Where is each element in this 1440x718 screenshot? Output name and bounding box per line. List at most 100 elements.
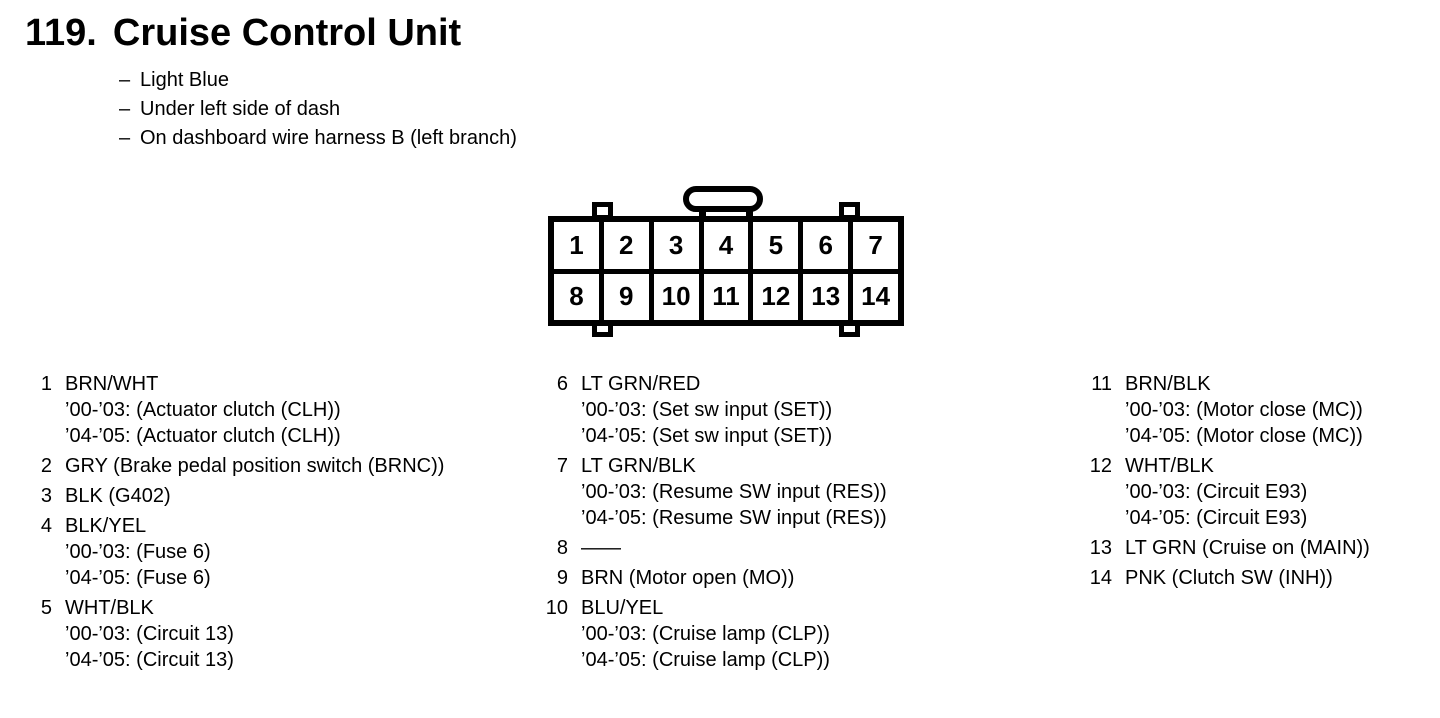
connector-body: 1 2 3 4 5 6 7 8 9 10 11 12 13 14 <box>548 216 904 326</box>
pin-wire-color: LT GRN (Cruise on (MAIN)) <box>1125 537 1370 559</box>
pin-year-note: ’00-’03: (Circuit E93) <box>1125 481 1308 503</box>
connector-cell-3: 3 <box>653 222 699 269</box>
pin-description: LT GRN/RED ’00-’03: (Set sw input (SET))… <box>581 371 832 449</box>
pin-year-note: ’04-’05: (Set sw input (SET)) <box>581 425 833 447</box>
note-dash: – <box>119 69 131 91</box>
connector-cell-12: 12 <box>753 273 799 320</box>
pin-wire-color: PNK (Clutch SW (INH)) <box>1125 567 1333 589</box>
connector-cell-2: 2 <box>603 222 649 269</box>
pin-entry-5: 5 WHT/BLK ’00-’03: (Circuit 13) ’04-’05:… <box>28 595 444 673</box>
connector-cell-9: 9 <box>603 273 649 320</box>
pin-description: BRN/BLK ’00-’03: (Motor close (MC)) ’04-… <box>1125 371 1363 449</box>
pin-description: BRN (Motor open (MO)) <box>581 565 794 591</box>
connector-latch-leg <box>699 208 706 222</box>
pin-description: BLU/YEL ’00-’03: (Cruise lamp (CLP)) ’04… <box>581 595 830 673</box>
note-text: Under left side of dash <box>140 98 341 120</box>
pin-list-column-3: 11 BRN/BLK ’00-’03: (Motor close (MC)) ’… <box>1058 371 1370 595</box>
pin-entry-9: 9 BRN (Motor open (MO)) <box>514 565 887 591</box>
pin-year-note: ’00-’03: (Circuit 13) <box>65 623 234 645</box>
pin-number: 10 <box>545 597 568 619</box>
notes-list: – Light Blue – Under left side of dash –… <box>119 66 517 153</box>
pin-description: PNK (Clutch SW (INH)) <box>1125 565 1333 591</box>
pin-year-note: ’00-’03: (Actuator clutch (CLH)) <box>65 399 341 421</box>
pin-wire-color: BRN/BLK <box>1125 373 1211 395</box>
pin-wire-color: BLK/YEL <box>65 515 147 537</box>
pin-year-note: ’00-’03: (Resume SW input (RES)) <box>581 481 887 503</box>
pin-number: 8 <box>556 537 568 559</box>
note-dash: – <box>119 127 131 149</box>
pin-entry-14: 14 PNK (Clutch SW (INH)) <box>1058 565 1370 591</box>
note-text: Light Blue <box>140 69 229 91</box>
pin-year-note: ’04-’05: (Motor close (MC)) <box>1125 425 1363 447</box>
pin-year-note: ’04-’05: (Fuse 6) <box>65 567 211 589</box>
pin-year-note: ’04-’05: (Actuator clutch (CLH)) <box>65 425 341 447</box>
pin-year-note: ’00-’03: (Fuse 6) <box>65 541 211 563</box>
pin-number: 6 <box>556 373 568 395</box>
pin-entry-12: 12 WHT/BLK ’00-’03: (Circuit E93) ’04-’0… <box>1058 453 1370 531</box>
pin-list-column-1: 1 BRN/WHT ’00-’03: (Actuator clutch (CLH… <box>28 371 445 677</box>
pin-year-note: ’04-’05: (Circuit E93) <box>1125 507 1308 529</box>
pin-year-note: ’04-’05: (Cruise lamp (CLP)) <box>581 649 830 671</box>
pin-description: GRY (Brake pedal position switch (BRNC)) <box>65 453 444 479</box>
pin-number: 4 <box>40 515 52 537</box>
connector-latch-leg <box>746 208 753 222</box>
pin-number: 13 <box>1089 537 1112 559</box>
pin-number: 7 <box>556 455 568 477</box>
section-number: 119. <box>25 12 97 54</box>
pin-number: 11 <box>1091 373 1112 395</box>
pin-year-note: ’00-’03: (Cruise lamp (CLP)) <box>581 623 830 645</box>
pin-number: 9 <box>556 567 568 589</box>
pin-entry-3: 3 BLK (G402) <box>28 483 444 509</box>
pin-number: 5 <box>40 597 52 619</box>
pin-description: —— <box>581 535 621 561</box>
pin-entry-6: 6 LT GRN/RED ’00-’03: (Set sw input (SET… <box>514 371 887 449</box>
connector-cell-5: 5 <box>753 222 799 269</box>
note-item: – Under left side of dash <box>119 95 517 124</box>
pin-entry-8: 8 —— <box>514 535 887 561</box>
pin-number: 3 <box>40 485 52 507</box>
connector-cell-11: 11 <box>703 273 749 320</box>
pin-entry-11: 11 BRN/BLK ’00-’03: (Motor close (MC)) ’… <box>1058 371 1370 449</box>
note-item: – On dashboard wire harness B (left bran… <box>119 124 517 153</box>
pin-wire-color: GRY (Brake pedal position switch (BRNC)) <box>65 455 445 477</box>
connector-cell-10: 10 <box>653 273 699 320</box>
connector-cell-8: 8 <box>554 273 599 320</box>
pin-wire-color: LT GRN/BLK <box>581 455 696 477</box>
pin-year-note: ’04-’05: (Resume SW input (RES)) <box>581 507 887 529</box>
connector-diagram: 1 2 3 4 5 6 7 8 9 10 11 12 13 14 <box>548 186 904 338</box>
pin-description: BLK (G402) <box>65 483 171 509</box>
pin-wire-color: LT GRN/RED <box>581 373 701 395</box>
connector-cell-14: 14 <box>853 273 898 320</box>
pin-year-note: ’04-’05: (Circuit 13) <box>65 649 234 671</box>
pin-description: BRN/WHT ’00-’03: (Actuator clutch (CLH))… <box>65 371 341 449</box>
page-header: 119. Cruise Control Unit <box>25 12 461 54</box>
pin-not-used-dash: —— <box>581 537 621 559</box>
pin-description: LT GRN/BLK ’00-’03: (Resume SW input (RE… <box>581 453 887 531</box>
note-dash: – <box>119 98 131 120</box>
pin-number: 2 <box>40 455 52 477</box>
connector-cell-7: 7 <box>853 222 898 269</box>
pin-list-column-2: 6 LT GRN/RED ’00-’03: (Set sw input (SET… <box>514 371 887 677</box>
pin-description: WHT/BLK ’00-’03: (Circuit E93) ’04-’05: … <box>1125 453 1307 531</box>
pin-entry-1: 1 BRN/WHT ’00-’03: (Actuator clutch (CLH… <box>28 371 444 449</box>
pin-entry-2: 2 GRY (Brake pedal position switch (BRNC… <box>28 453 445 479</box>
pin-description: LT GRN (Cruise on (MAIN)) <box>1125 535 1370 561</box>
pin-wire-color: BLK (G402) <box>65 485 171 507</box>
pin-wire-color: WHT/BLK <box>65 597 154 619</box>
pin-wire-color: BLU/YEL <box>581 597 664 619</box>
connector-latch <box>683 186 763 212</box>
pin-wire-color: BRN/WHT <box>65 373 159 395</box>
pin-year-note: ’00-’03: (Motor close (MC)) <box>1125 399 1363 421</box>
pin-entry-13: 13 LT GRN (Cruise on (MAIN)) <box>1058 535 1370 561</box>
connector-cell-13: 13 <box>803 273 849 320</box>
pin-description: BLK/YEL ’00-’03: (Fuse 6) ’04-’05: (Fuse… <box>65 513 211 591</box>
note-item: – Light Blue <box>119 66 517 95</box>
pin-wire-color: BRN (Motor open (MO)) <box>581 567 795 589</box>
connector-cell-4: 4 <box>703 222 749 269</box>
pin-description: WHT/BLK ’00-’03: (Circuit 13) ’04-’05: (… <box>65 595 234 673</box>
pin-entry-4: 4 BLK/YEL ’00-’03: (Fuse 6) ’04-’05: (Fu… <box>28 513 444 591</box>
pin-number: 14 <box>1089 567 1112 589</box>
pin-entry-7: 7 LT GRN/BLK ’00-’03: (Resume SW input (… <box>514 453 887 531</box>
pin-entry-10: 10 BLU/YEL ’00-’03: (Cruise lamp (CLP)) … <box>514 595 887 673</box>
